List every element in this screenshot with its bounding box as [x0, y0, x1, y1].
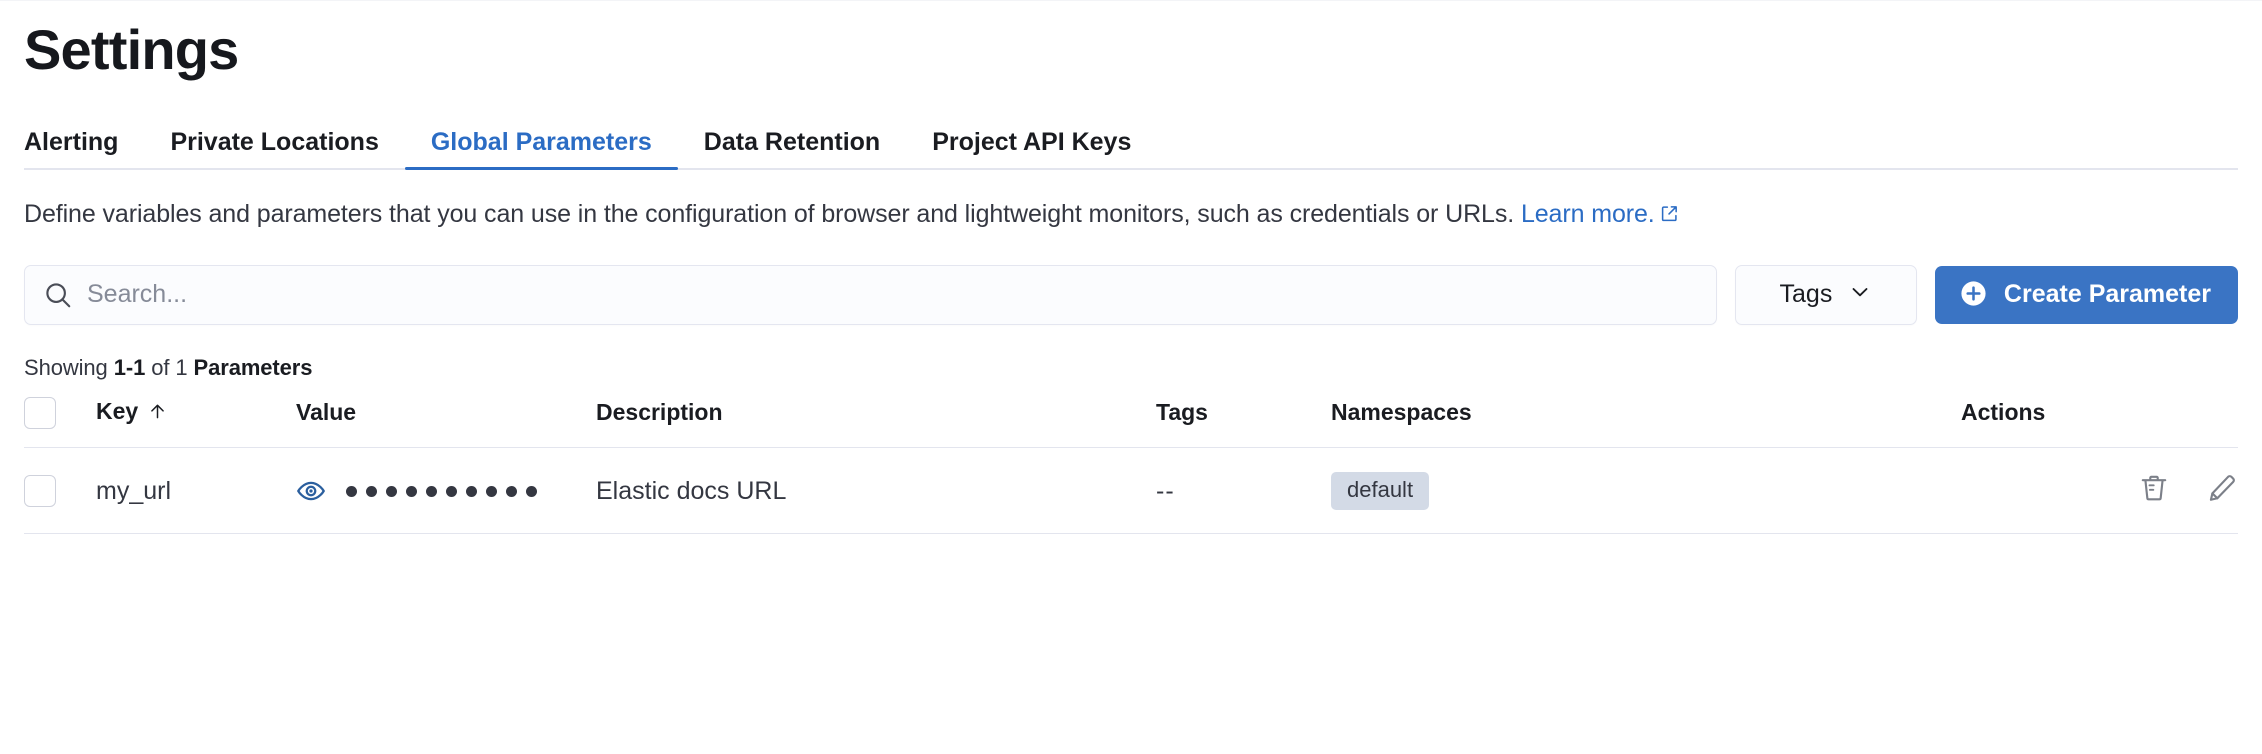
settings-tabs: Alerting Private Locations Global Parame…: [24, 120, 2238, 170]
select-all-checkbox[interactable]: [24, 396, 56, 429]
chevron-down-icon: [1848, 280, 1872, 309]
tab-private-locations[interactable]: Private Locations: [170, 127, 379, 156]
column-header-key[interactable]: Key: [96, 396, 296, 448]
showing-range: 1-1: [113, 354, 146, 380]
tab-alerting[interactable]: Alerting: [24, 127, 119, 156]
learn-more-link[interactable]: Learn more.: [1521, 200, 1679, 228]
parameters-table: Key Value Description Tags Namespaces Ac…: [24, 396, 2238, 534]
column-header-tags[interactable]: Tags: [1156, 396, 1331, 448]
namespace-badge: default: [1331, 472, 1430, 511]
cell-namespaces: default: [1331, 447, 1961, 534]
tags-filter-button[interactable]: Tags: [1734, 264, 1917, 325]
search-input[interactable]: [87, 280, 1698, 310]
tab-data-retention[interactable]: Data Retention: [703, 127, 881, 156]
column-header-value[interactable]: Value: [296, 396, 596, 448]
results-count: Showing 1-1 of 1 Parameters: [24, 355, 2238, 381]
showing-suffix: Parameters: [193, 354, 313, 380]
external-link-icon: [1660, 198, 1679, 232]
table-header-row: Key Value Description Tags Namespaces Ac…: [24, 396, 2238, 448]
edit-icon[interactable]: [2206, 472, 2238, 504]
cell-actions: [1961, 447, 2238, 534]
description-text: Define variables and parameters that you…: [24, 199, 1521, 228]
cell-description: Elastic docs URL: [596, 447, 1156, 534]
table-row: my_url: [24, 447, 2238, 534]
arrow-up-icon: [147, 401, 168, 428]
search-icon: [43, 280, 73, 310]
eye-icon[interactable]: [296, 476, 326, 506]
search-field[interactable]: [24, 264, 1717, 325]
row-select-cell: [24, 447, 96, 534]
tags-filter-label: Tags: [1779, 280, 1833, 309]
delete-icon[interactable]: [2138, 472, 2170, 504]
cell-key: my_url: [96, 447, 296, 534]
top-divider: [0, 0, 2262, 1]
showing-prefix: Showing: [24, 354, 114, 380]
column-header-namespaces[interactable]: Namespaces: [1331, 396, 1961, 448]
select-all-header: [24, 396, 96, 448]
masked-value: [346, 485, 537, 497]
page-description: Define variables and parameters that you…: [24, 197, 2238, 232]
column-header-description[interactable]: Description: [596, 396, 1156, 448]
column-header-key-label: Key: [96, 397, 139, 424]
create-parameter-button[interactable]: Create Parameter: [1934, 265, 2238, 324]
column-header-actions: Actions: [1961, 396, 2238, 448]
row-checkbox[interactable]: [24, 475, 56, 508]
cell-tags: --: [1156, 447, 1331, 534]
cell-value: [296, 447, 596, 534]
tab-global-parameters[interactable]: Global Parameters: [404, 129, 678, 170]
page-title: Settings: [24, 18, 239, 81]
tab-project-api-keys[interactable]: Project API Keys: [932, 127, 1132, 156]
toolbar: Tags Create Parameter: [24, 264, 2238, 325]
showing-middle: of 1: [145, 354, 194, 380]
learn-more-label: Learn more.: [1520, 199, 1655, 228]
create-parameter-label: Create Parameter: [2003, 280, 2211, 309]
plus-circle-icon: [1959, 279, 1988, 311]
